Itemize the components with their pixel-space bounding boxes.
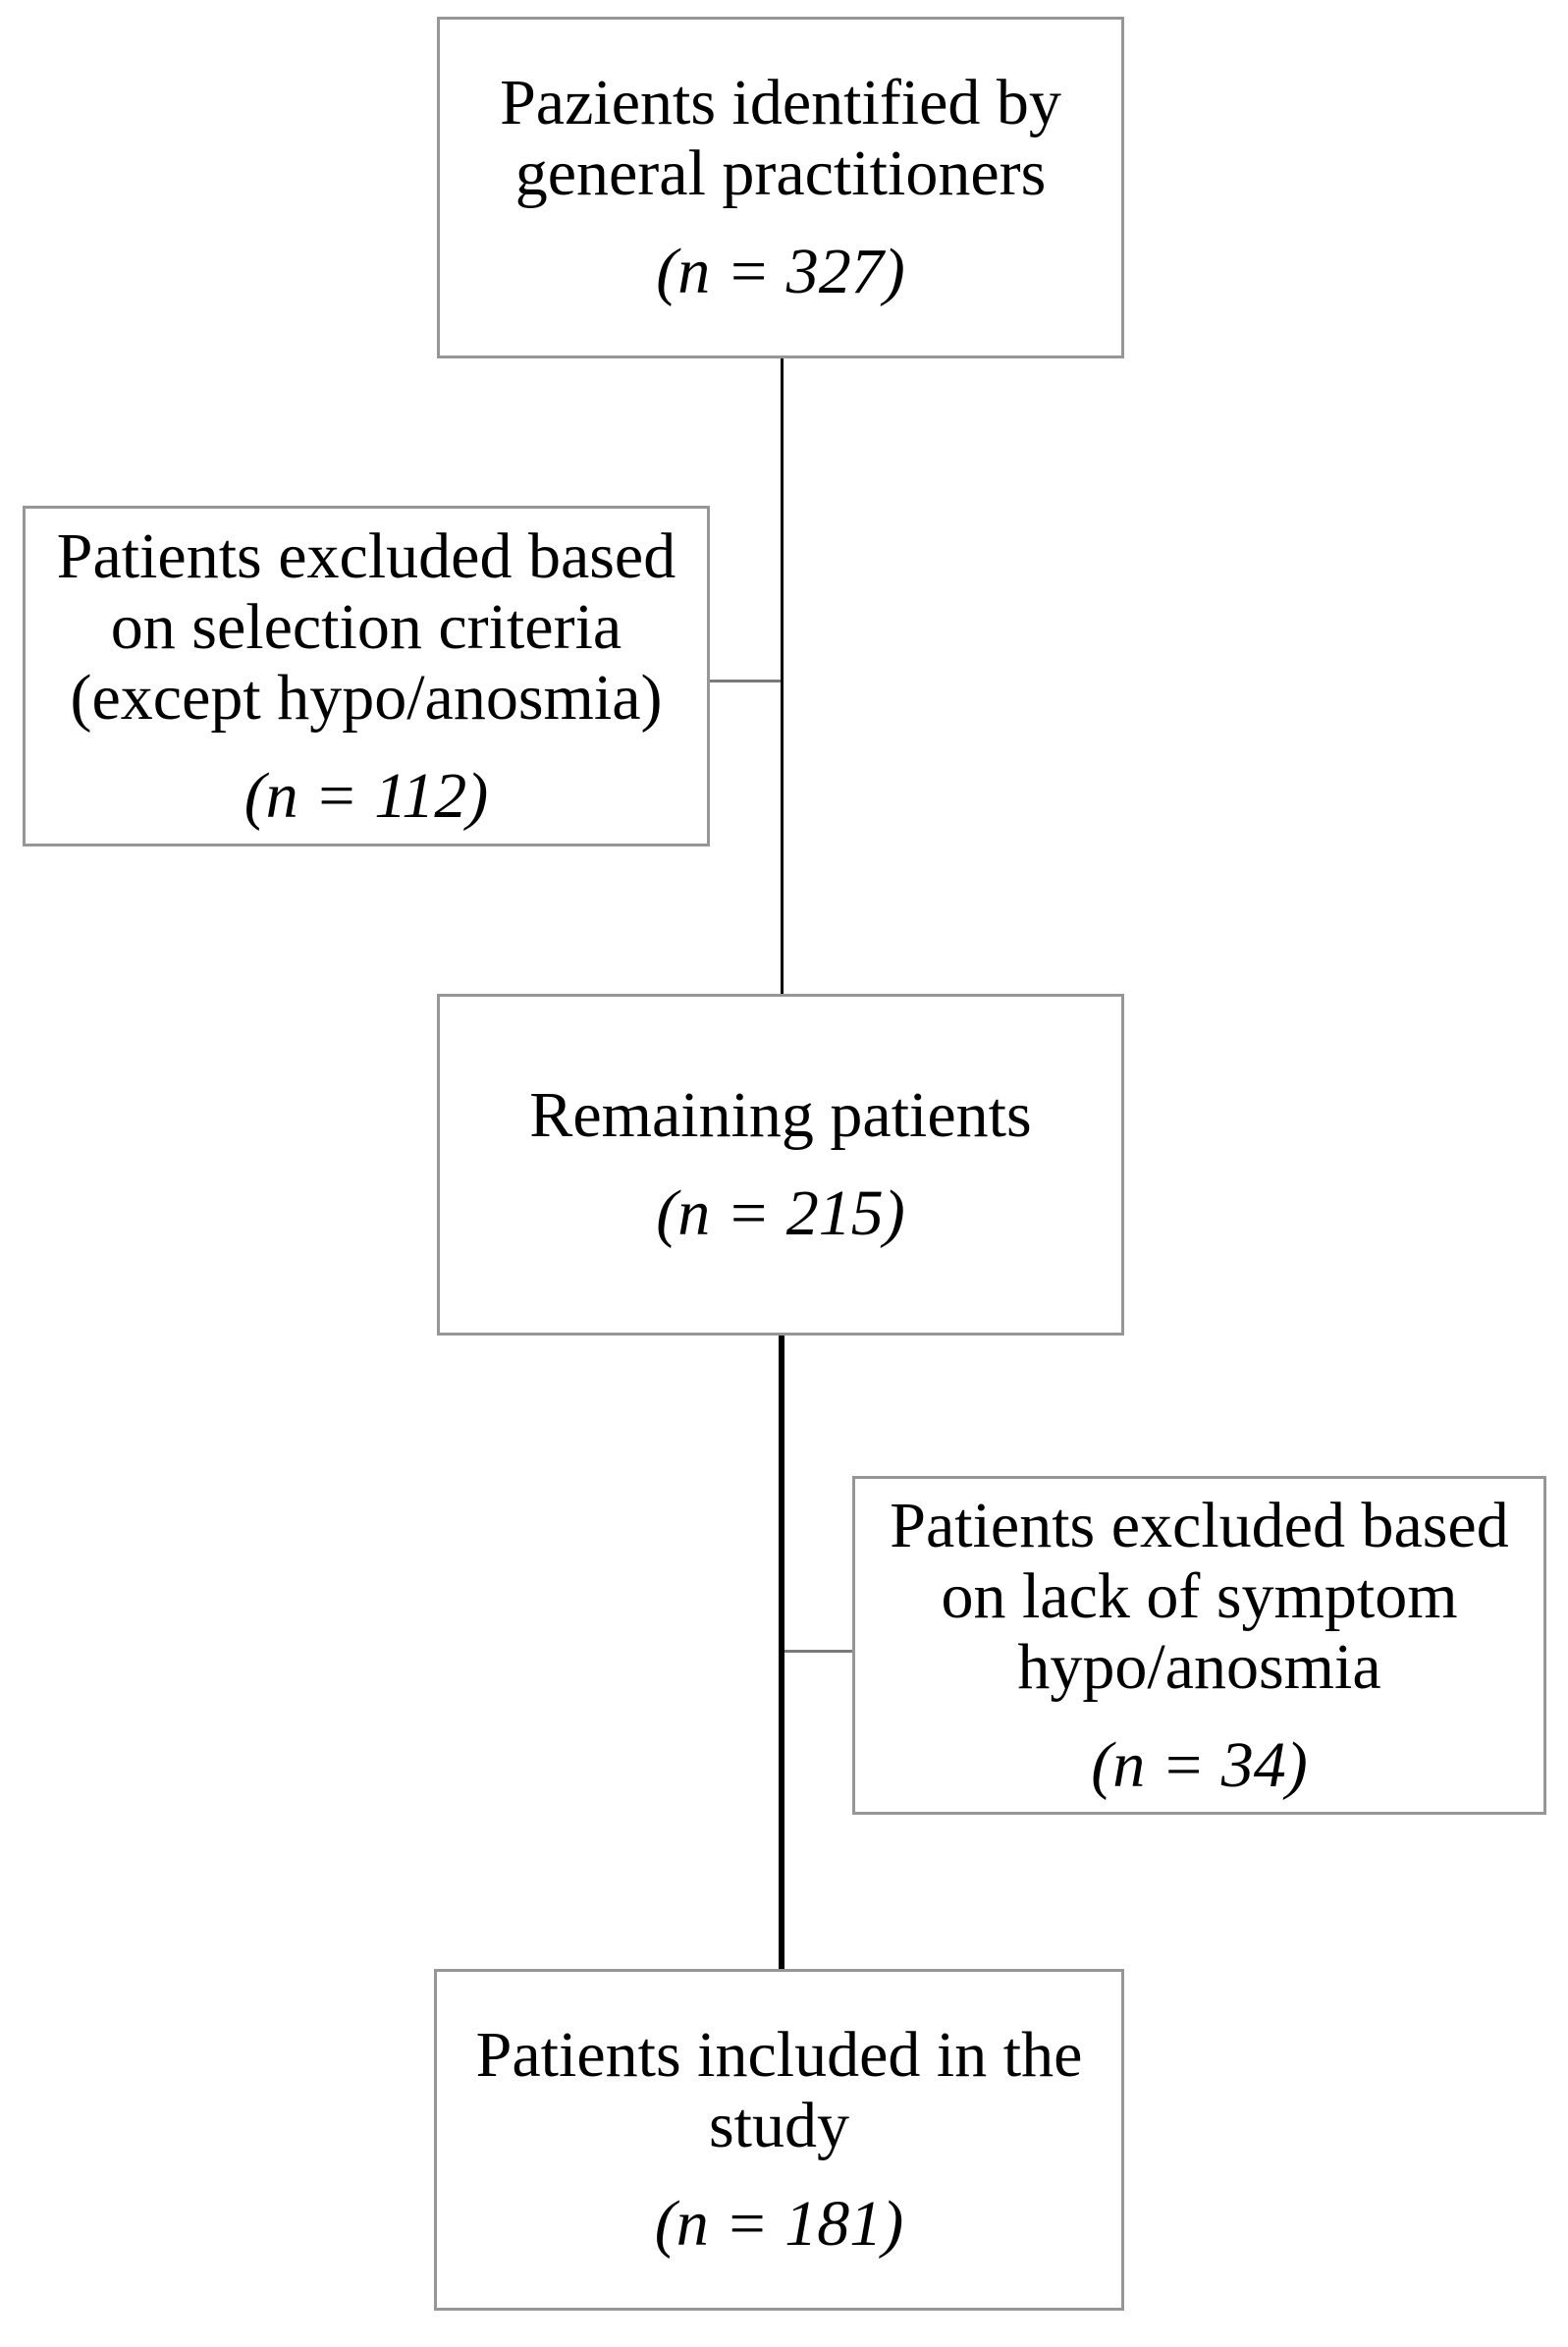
flow-box-included-line: study	[708, 2090, 850, 2161]
flow-box-included-line: Patients included in the	[475, 2019, 1083, 2091]
flow-box-identified-count: (n = 327)	[656, 236, 905, 307]
connector-identified-to-remaining	[781, 358, 784, 994]
flow-box-excluded-criteria-line: on selection criteria	[110, 590, 622, 663]
flow-box-included: Patients included in the study (n = 181)	[434, 1969, 1124, 2311]
flow-box-excluded-criteria-line: Patients excluded based	[56, 519, 676, 592]
flow-box-excluded-anosmia-line: on lack of symptom	[941, 1559, 1458, 1632]
flow-box-identified-line: Pazients identified by	[500, 67, 1061, 138]
flow-box-excluded-criteria: Patients excluded based on selection cri…	[23, 506, 710, 846]
flow-box-remaining-count: (n = 215)	[656, 1177, 905, 1249]
connector-remaining-to-included	[779, 1336, 784, 1969]
flow-box-included-count: (n = 181)	[654, 2188, 904, 2260]
flow-box-identified: Pazients identified by general practitio…	[437, 17, 1124, 358]
flow-box-excluded-anosmia-line: Patients excluded based	[890, 1489, 1509, 1561]
flow-box-excluded-criteria-count: (n = 112)	[243, 759, 489, 832]
connector-stub-to-excluded-criteria	[710, 680, 781, 682]
connector-stub-to-excluded-anosmia	[784, 1650, 852, 1653]
flow-box-excluded-criteria-line: (except hypo/anosmia)	[70, 661, 663, 734]
flow-box-excluded-anosmia-count: (n = 34)	[1091, 1728, 1308, 1801]
flow-box-remaining-line: Remaining patients	[529, 1079, 1032, 1151]
flow-box-excluded-anosmia-line: hypo/anosmia	[1017, 1630, 1381, 1703]
flow-box-remaining: Remaining patients (n = 215)	[437, 994, 1124, 1336]
flow-box-excluded-anosmia: Patients excluded based on lack of sympt…	[852, 1476, 1546, 1815]
flow-box-identified-line: general practitioners	[514, 137, 1047, 209]
